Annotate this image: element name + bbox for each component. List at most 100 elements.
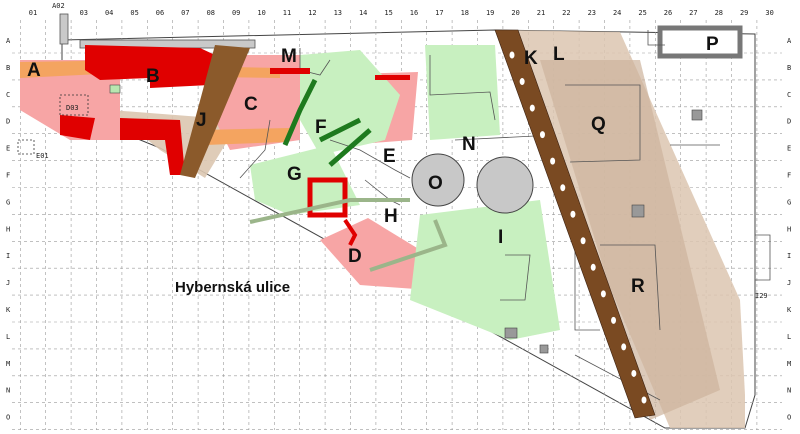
gray-wall-east (755, 234, 771, 281)
dashed-box-e01 (17, 139, 35, 155)
label-d03: D03 (66, 104, 79, 112)
row-label: O (6, 414, 10, 422)
gray-block-3 (691, 109, 703, 121)
red-wall-lower (120, 118, 185, 175)
pink-zone-d (320, 218, 440, 290)
row-label: O (787, 414, 791, 422)
tan-zone-middle (540, 60, 720, 420)
row-label: I (6, 252, 10, 260)
row-label: D (6, 118, 10, 126)
post-hole-dot (560, 184, 566, 192)
row-label: G (787, 198, 791, 206)
gray-wall-e (329, 139, 411, 179)
gray-wall-n (429, 55, 496, 121)
post-hole-dot (590, 263, 596, 271)
column-label: 01 (29, 9, 37, 17)
gray-wall-ne (647, 30, 665, 46)
row-label: J (787, 279, 791, 287)
row-label: I (787, 252, 791, 260)
post-hole-dot (539, 131, 545, 139)
column-label: 21 (537, 9, 545, 17)
column-label: 27 (689, 9, 697, 17)
dark-green-wall-f2 (318, 117, 362, 143)
dark-green-wall-f1 (282, 78, 318, 146)
column-label: 07 (181, 9, 189, 17)
row-label: M (6, 360, 10, 368)
zone-label-j: J (196, 110, 207, 131)
gray-block-1 (504, 327, 518, 339)
red-wall-b (85, 45, 215, 88)
gray-wall-r (574, 250, 600, 331)
label-i29: I29 (755, 292, 768, 300)
column-label: 29 (740, 9, 748, 17)
column-label: 22 (562, 9, 570, 17)
row-label: C (787, 91, 791, 99)
column-label: 13 (334, 9, 342, 17)
gray-strip-a02 (59, 13, 69, 45)
green-zone-i (410, 200, 560, 340)
zone-label-o: O (428, 173, 443, 194)
red-wall-c (270, 68, 310, 74)
column-label: 15 (384, 9, 392, 17)
gray-wall-i (500, 254, 531, 301)
post-hole-dot (529, 104, 535, 112)
row-label: A (6, 37, 11, 45)
zone-label-e: E (383, 146, 396, 167)
row-label: K (6, 306, 11, 314)
pink-zone-a (20, 60, 120, 140)
column-label: 16 (410, 9, 418, 17)
zone-label-p: P (706, 34, 719, 55)
row-label: K (787, 306, 792, 314)
post-hole-dot (631, 369, 637, 377)
row-label: E (787, 145, 791, 153)
hatched-line-h (249, 198, 410, 224)
label-e01: E01 (36, 152, 49, 160)
cistern-o-right (476, 156, 534, 214)
zone-label-n: N (462, 134, 476, 155)
row-label: N (787, 387, 791, 395)
gray-wall-q (565, 84, 641, 163)
zone-label-l: L (553, 44, 565, 65)
column-label: 06 (156, 9, 164, 17)
gray-building-p (657, 25, 743, 59)
post-hole-dot (570, 210, 576, 218)
column-label: 24 (613, 9, 621, 17)
post-hole-dot (580, 237, 586, 245)
red-wall-upper (375, 75, 410, 80)
green-zone-n (425, 45, 500, 140)
column-label: 19 (486, 9, 494, 17)
red-wall-d (343, 218, 358, 246)
column-label: 11 (283, 9, 291, 17)
post-hole-dot (641, 396, 647, 404)
row-label: L (6, 333, 10, 341)
row-label: J (6, 279, 10, 287)
column-label: 28 (715, 9, 723, 17)
zone-label-g: G (287, 164, 302, 185)
dashed-box-d03 (59, 94, 89, 116)
hatched-line-i (369, 219, 448, 272)
zone-label-b: B (146, 66, 160, 87)
row-label: A (787, 37, 792, 45)
zone-label-i: I (498, 227, 503, 248)
post-hole-dot (519, 78, 525, 86)
street-label: Hybernská ulice (175, 279, 290, 296)
dark-green-wall-f3 (328, 128, 372, 167)
column-label: 20 (511, 9, 519, 17)
cistern-o-left (411, 153, 465, 207)
row-label: G (6, 198, 10, 206)
column-label: 25 (638, 9, 646, 17)
post-hole-dot (509, 51, 515, 59)
column-label: 03 (80, 9, 88, 17)
zone-label-a: A (27, 60, 41, 81)
red-wall-g (307, 177, 348, 218)
zone-label-d: D (348, 246, 362, 267)
row-label: M (787, 360, 791, 368)
column-label: 09 (232, 9, 240, 17)
post-hole-dot (611, 316, 617, 324)
orange-band-c (200, 128, 290, 145)
gray-block-4 (631, 204, 645, 218)
